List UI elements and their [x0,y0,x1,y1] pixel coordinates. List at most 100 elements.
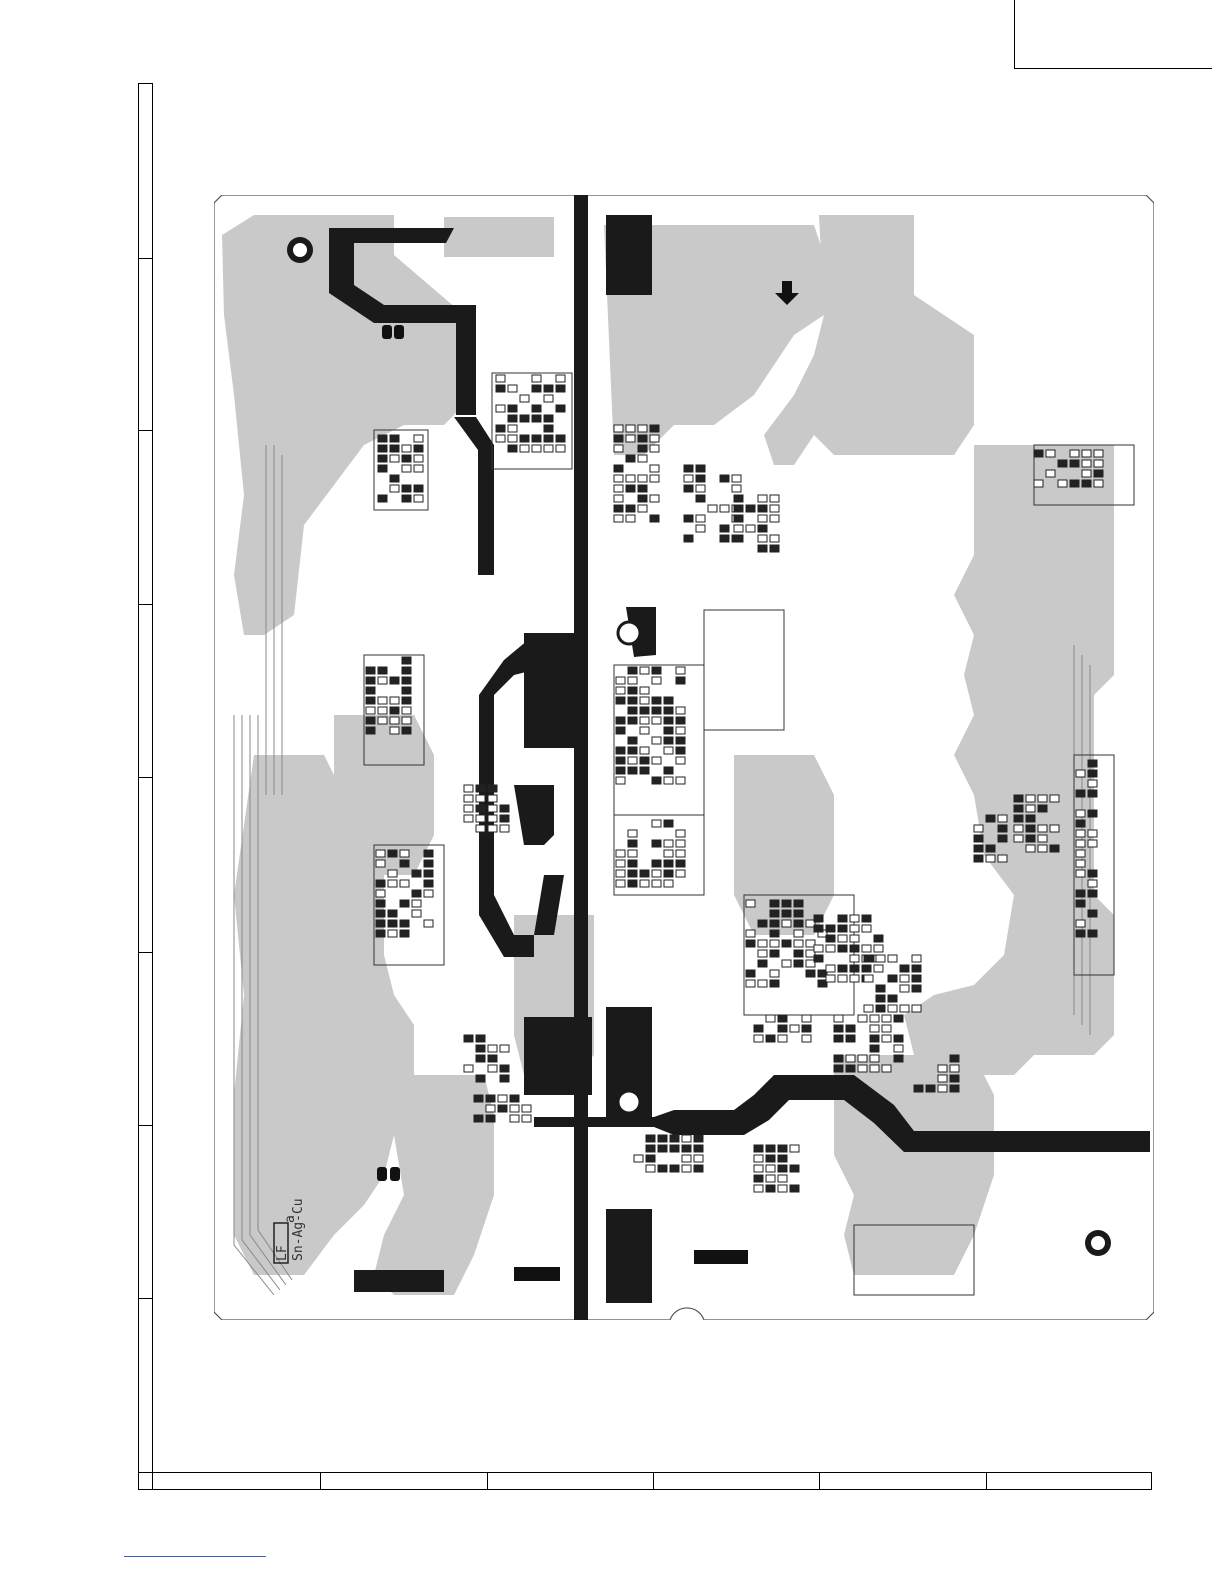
smd-pad [388,920,397,927]
smd-pad [766,1175,775,1182]
smd-pad [640,757,649,764]
smd-pad [876,1005,885,1012]
smd-pad [696,495,705,502]
smd-pad [402,717,411,724]
smd-pad [508,425,517,432]
smd-pad [950,1065,959,1072]
frame-tick [138,604,153,605]
smd-pad [614,425,623,432]
smd-pad [1088,780,1097,787]
smd-pad [400,930,409,937]
smd-pad [402,707,411,714]
smd-pad [870,1055,879,1062]
smd-pad [802,1025,811,1032]
smd-pad [650,425,659,432]
smd-pad [1076,930,1085,937]
smd-pad [912,1005,921,1012]
smd-pad [664,860,673,867]
smd-pad [746,505,755,512]
smd-pad [652,880,661,887]
smd-pad [862,925,871,932]
smd-pad [850,925,859,932]
smd-pad [628,830,637,837]
smd-pad [638,435,647,442]
smd-pad [998,835,1007,842]
smd-pad [488,805,497,812]
smd-pad [850,915,859,922]
smd-pad [414,455,423,462]
smd-pad [628,717,637,724]
frame-bottom-border [138,1472,1152,1490]
smd-pad [746,970,755,977]
smd-pad [508,435,517,442]
smd-pad [532,445,541,452]
smd-pad [658,1145,667,1152]
smd-pad [734,535,743,542]
smd-pad [790,1025,799,1032]
smd-pad [500,1065,509,1072]
smd-pad [850,975,859,982]
smd-pad [414,485,423,492]
smd-pad [770,970,779,977]
smd-pad [888,995,897,1002]
smd-pad [464,805,473,812]
smd-pad [770,515,779,522]
smd-pad [424,860,433,867]
smd-pad [770,545,779,552]
smd-pad [520,445,529,452]
smd-pad [1094,480,1103,487]
smd-pad [834,1055,843,1062]
smd-pad [794,950,803,957]
smd-pad [402,465,411,472]
smd-pad [638,505,647,512]
smd-pad [1076,810,1085,817]
smd-pad [826,975,835,982]
smd-pad [520,415,529,422]
smd-pad [834,1065,843,1072]
footer-underline-link[interactable] [124,1556,266,1557]
smd-pad [388,880,397,887]
smd-pad [846,1025,855,1032]
smd-pad [544,385,553,392]
smd-pad [628,840,637,847]
smd-pad [1088,870,1097,877]
smd-pad [412,900,421,907]
smd-pad [508,385,517,392]
smd-pad [938,1065,947,1072]
smd-pad [626,505,635,512]
smd-pad [658,1165,667,1172]
smd-pad [900,1005,909,1012]
smd-pad [664,697,673,704]
smd-pad [488,795,497,802]
smd-pad [402,495,411,502]
smd-pad [402,485,411,492]
smd-pad [758,495,767,502]
smd-pad [464,1035,473,1042]
smd-pad [616,677,625,684]
smd-pad [900,985,909,992]
smd-pad [664,777,673,784]
smd-pad [500,1075,509,1082]
smd-pad [720,505,729,512]
smd-pad [626,435,635,442]
smd-pad [758,545,767,552]
smd-pad [500,825,509,832]
smd-pad [638,445,647,452]
smd-pad [888,975,897,982]
smd-pad [544,425,553,432]
smd-pad [1014,825,1023,832]
smd-pad [862,965,871,972]
smd-pad [424,850,433,857]
smd-pad [1094,460,1103,467]
smd-pad [500,1045,509,1052]
pcb-layout-diagram: LF a Sn-Ag-Cu [214,195,1154,1320]
smd-pad [652,707,661,714]
smd-pad [616,717,625,724]
smd-pad [664,880,673,887]
smd-pad [556,435,565,442]
smd-pad [814,945,823,952]
smd-pad [770,930,779,937]
smd-pad [486,1115,495,1122]
smd-pad [476,825,485,832]
smd-pad [646,1155,655,1162]
